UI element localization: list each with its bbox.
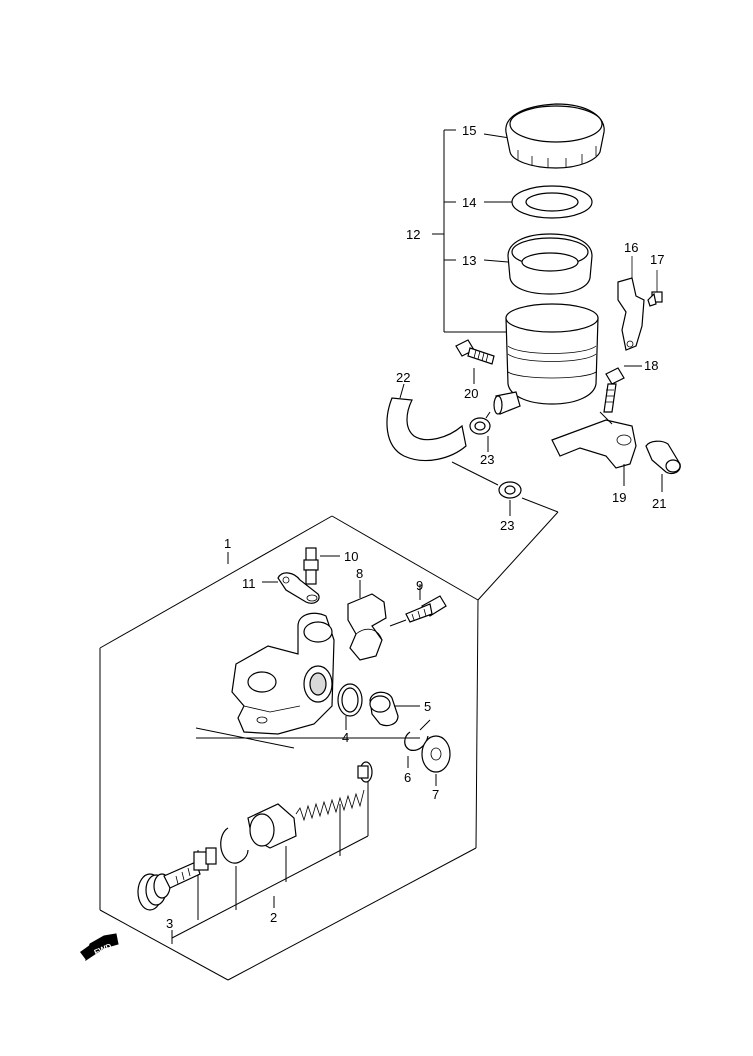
connector-part-5: [369, 691, 420, 727]
clamp-bracket-part-16: [617, 256, 645, 351]
boot-part-7: [421, 735, 451, 786]
callout-8: 8: [356, 566, 363, 581]
callout-20: 20: [464, 386, 478, 401]
callout-12: 12: [406, 227, 420, 242]
bolt-part-18: [603, 365, 642, 413]
reservoir-body: [493, 303, 599, 415]
hose-part-22: [386, 383, 467, 462]
bolt-part-9: [389, 584, 447, 627]
callout-2: 2: [270, 910, 277, 925]
callout-22: 22: [396, 370, 410, 385]
piston-part-3: [137, 847, 217, 911]
callout-11: 11: [242, 576, 256, 591]
reservoir-bracket-lines: [432, 129, 512, 333]
callout-10: 10: [344, 549, 358, 564]
spring-part-2: [247, 761, 373, 849]
callout-labels: 1 2 3 4 5 6 7 8 9 10 11 12 13 14 15 16 1…: [166, 123, 666, 931]
reservoir-cap-part-15: [505, 103, 605, 169]
callout-16: 16: [624, 240, 638, 255]
callout-7: 7: [432, 787, 439, 802]
bolt-part-20: [455, 339, 495, 365]
bleeder-cap-part-11: [262, 572, 320, 604]
callout-3: 3: [166, 916, 173, 931]
callout-15: 15: [462, 123, 476, 138]
hose-clamp-part-23-upper: [469, 411, 491, 435]
callout-4: 4: [342, 730, 349, 745]
callout-5: 5: [424, 699, 431, 714]
callout-9: 9: [416, 578, 423, 593]
o-ring-part-4: [337, 683, 363, 730]
bleeder-screw-part-10: [303, 547, 340, 585]
callout-18: 18: [644, 358, 658, 373]
callout-21: 21: [652, 496, 666, 511]
clamp-part-8: [347, 580, 387, 661]
callout-23-lower: 23: [500, 518, 514, 533]
bracket-part-19: [551, 411, 637, 486]
piston-group-lines: [171, 727, 420, 944]
assembly-boundary: [99, 461, 559, 981]
piston-circlip: [220, 827, 249, 864]
callout-6: 6: [404, 770, 411, 785]
callout-17: 17: [650, 252, 664, 267]
callout-13: 13: [462, 253, 476, 268]
hose-clamp-part-23-lower: [498, 481, 522, 499]
fwd-direction-badge: FWD: [80, 933, 119, 962]
diaphragm-part-13: [507, 233, 593, 295]
screw-part-17: [647, 270, 663, 307]
callout-23-upper: 23: [480, 452, 494, 467]
callout-19: 19: [612, 490, 626, 505]
callout-14: 14: [462, 195, 476, 210]
master-cylinder-body: [231, 612, 335, 735]
callout-1: 1: [224, 536, 231, 551]
grommet-part-21: [645, 440, 681, 492]
diaphragm-plate-part-14: [511, 185, 593, 219]
